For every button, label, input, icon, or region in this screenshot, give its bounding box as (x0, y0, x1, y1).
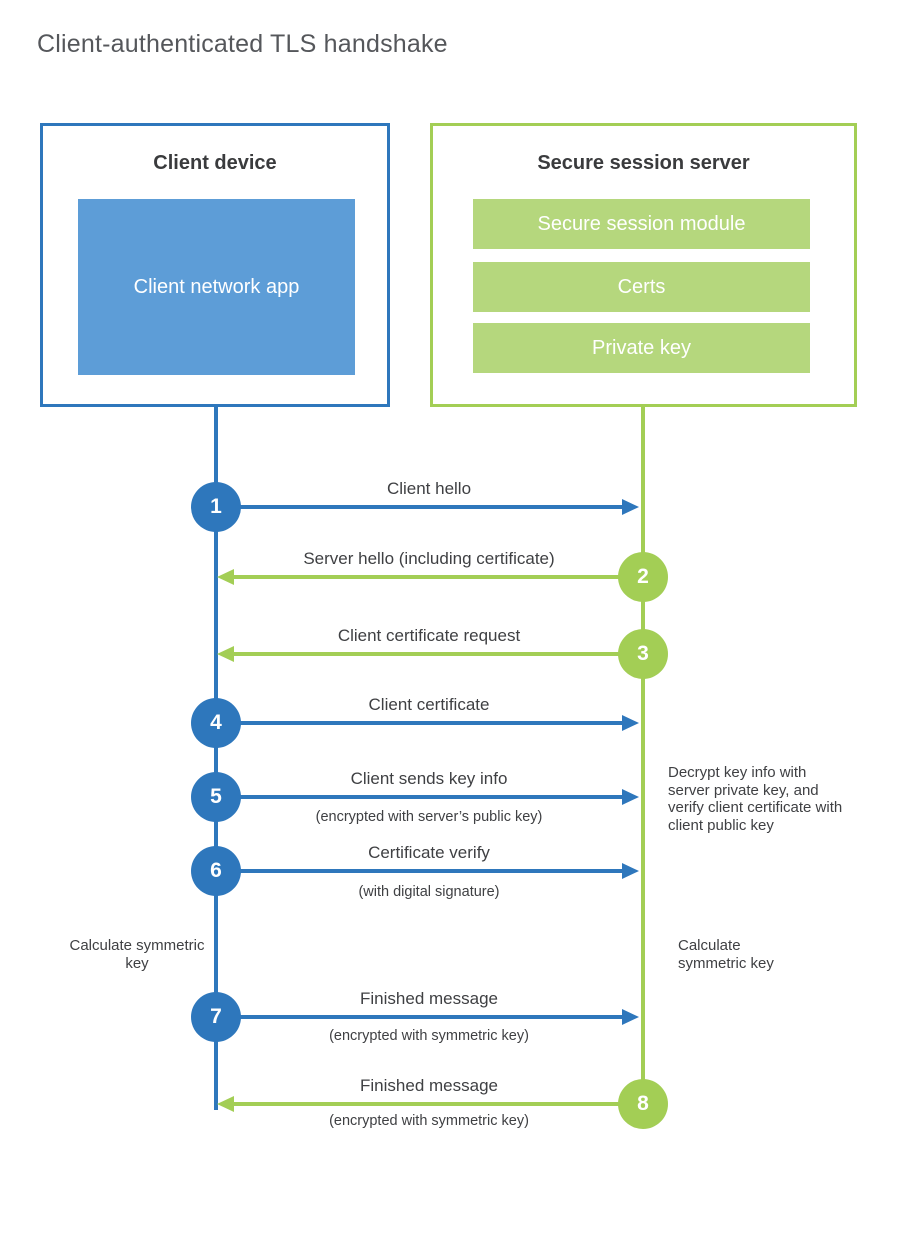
step-8-number: 8 (637, 1092, 649, 1115)
step-3-number: 3 (637, 642, 649, 665)
step-2-arrowhead-left-icon (217, 569, 234, 585)
client-lifeline (214, 406, 218, 1110)
step-1-number: 1 (210, 495, 222, 518)
step-4-circle: 4 (191, 698, 241, 748)
server-lifeline (641, 406, 645, 1106)
step-8-arrowhead-left-icon (217, 1096, 234, 1112)
step-7-arrow-shaft (216, 1015, 623, 1019)
step-3-arrow-shaft (233, 652, 643, 656)
step-2-circle: 2 (618, 552, 668, 602)
step-5-label: Client sends key info (350, 769, 508, 788)
secure-session-server-title: Secure session server (537, 152, 750, 174)
step-6-circle: 6 (191, 846, 241, 896)
client-network-app-label: Client network app (133, 275, 300, 298)
server-calculate-symmetric-key-note: Calculate symmetric key (678, 937, 774, 972)
step-8-circle: 8 (618, 1079, 668, 1129)
server-module-bar-secure-session-module: Secure session module (473, 199, 810, 249)
step-6-label: Certificate verify (368, 843, 490, 862)
step-4-arrow-shaft (216, 721, 623, 725)
step-2-number: 2 (637, 565, 649, 588)
step-1-arrowhead-right-icon (622, 499, 639, 515)
step-4-number: 4 (210, 711, 222, 734)
step-7-sublabel: (encrypted with symmetric key) (329, 1028, 529, 1044)
step-2-label: Server hello (including certificate) (303, 549, 555, 568)
step-1-arrow-shaft (216, 505, 623, 509)
step-2-arrow-shaft (233, 575, 643, 579)
step-6-sublabel: (with digital signature) (358, 884, 500, 900)
server-module-bar-private-key: Private key (473, 323, 810, 373)
step-8-arrow-shaft (233, 1102, 643, 1106)
step-6-arrowhead-right-icon (622, 863, 639, 879)
step-5-arrow-shaft (216, 795, 623, 799)
step-3-arrowhead-left-icon (217, 646, 234, 662)
client-calculate-symmetric-key-note: Calculate symmetric key (69, 937, 205, 972)
step-5-circle: 5 (191, 772, 241, 822)
step-5-arrowhead-right-icon (622, 789, 639, 805)
step-7-number: 7 (210, 1005, 222, 1028)
step-6-arrow-shaft (216, 869, 623, 873)
step-4-label: Client certificate (368, 695, 490, 714)
step-6-number: 6 (210, 859, 222, 882)
step-3-circle: 3 (618, 629, 668, 679)
step-1-label: Client hello (386, 479, 472, 498)
server-module-bar-certs: Certs (473, 262, 810, 312)
step-8-label: Finished message (360, 1076, 498, 1095)
client-device-title: Client device (153, 152, 277, 174)
client-network-app-box: Client network app (78, 199, 355, 375)
step-1-circle: 1 (191, 482, 241, 532)
step-5-sublabel: (encrypted with server’s public key) (315, 809, 543, 825)
diagram-title: Client-authenticated TLS handshake (37, 30, 448, 58)
step-8-sublabel: (encrypted with symmetric key) (329, 1113, 529, 1129)
step-7-circle: 7 (191, 992, 241, 1042)
step-7-arrowhead-right-icon (622, 1009, 639, 1025)
server-decrypt-note: Decrypt key info with server private key… (668, 764, 843, 834)
step-7-label: Finished message (360, 989, 498, 1008)
step-5-number: 5 (210, 785, 222, 808)
step-4-arrowhead-right-icon (622, 715, 639, 731)
step-3-label: Client certificate request (337, 626, 521, 645)
